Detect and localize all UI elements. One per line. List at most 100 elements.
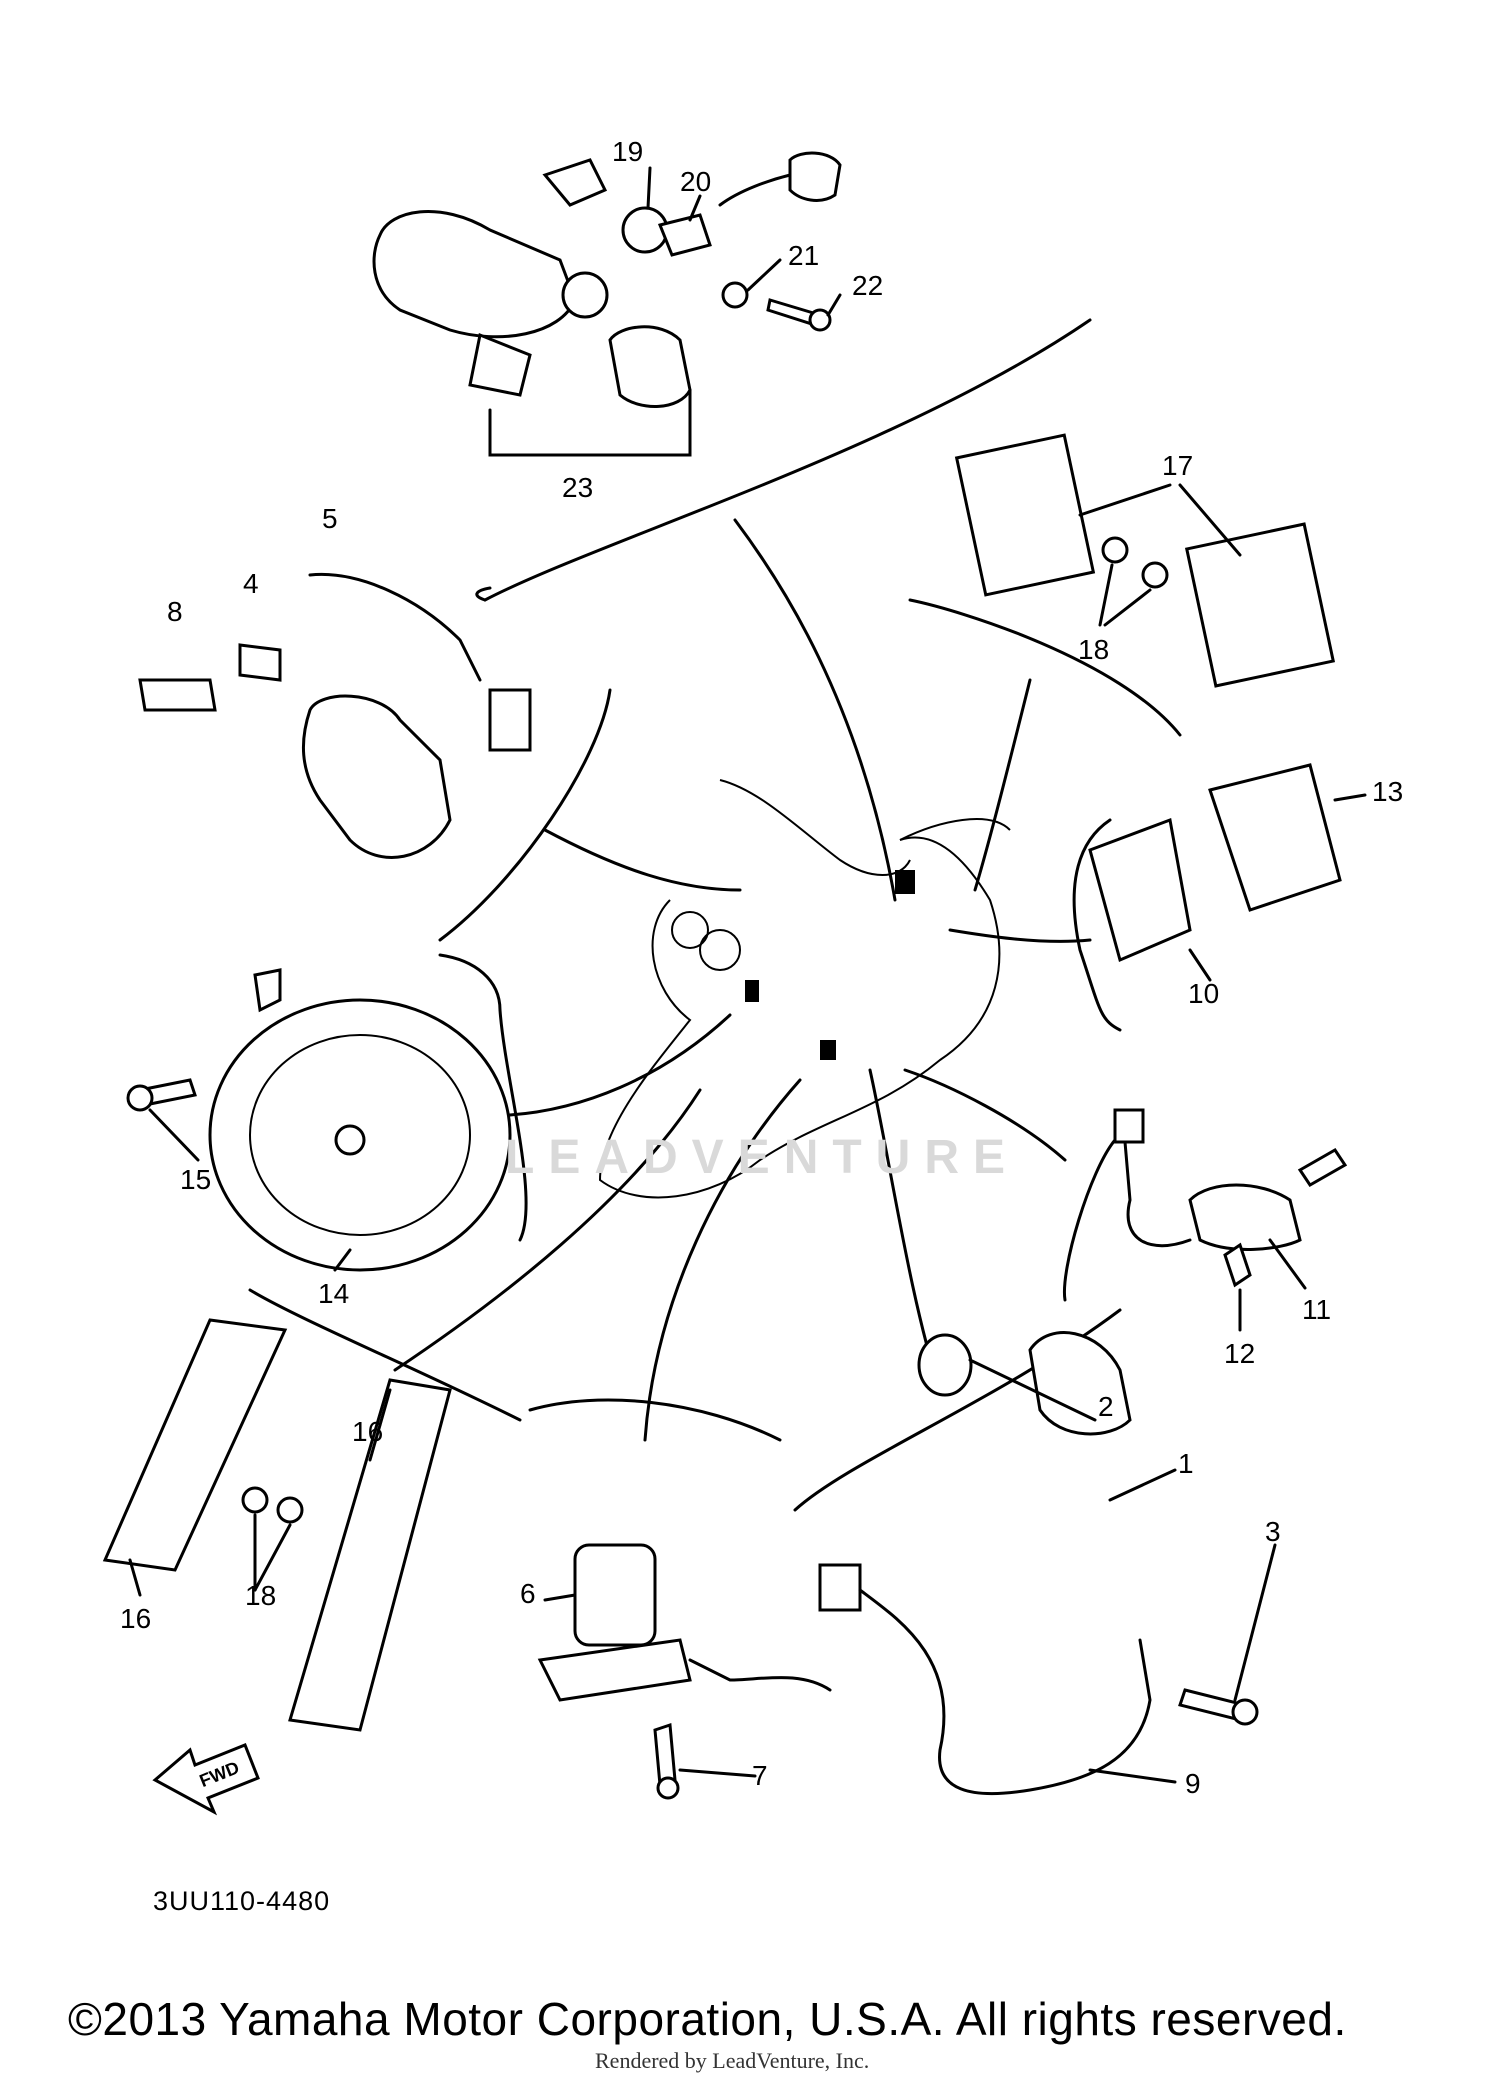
collar-20: [657, 213, 712, 257]
part-label-10: 10: [1188, 978, 1220, 1009]
harness-connector: [895, 870, 915, 894]
horn-nut: [334, 1124, 366, 1156]
part-label-12: 12: [1224, 1338, 1256, 1369]
bolt-head-15: [126, 1084, 154, 1112]
connector-9: [818, 1563, 862, 1612]
speedometer-gear-unit: [372, 158, 609, 397]
leader-horn: [508, 1013, 732, 1117]
part-label-21: 21: [788, 240, 820, 271]
thermo-switch-housing: [301, 694, 452, 859]
wire-9: [858, 1588, 1152, 1796]
engine-port-2: [699, 929, 741, 971]
part-label-19: 19: [612, 136, 644, 167]
leader-left-upper: [543, 828, 742, 892]
washer-21: [721, 281, 749, 309]
fwd-arrow: [152, 1743, 260, 1816]
part-label-16a: 16: [120, 1603, 152, 1634]
cable-connector: [788, 151, 842, 202]
switch-6: [573, 1543, 657, 1647]
sensor-1: [1028, 1331, 1132, 1436]
connector-5: [488, 688, 532, 752]
leader-11: [1268, 1238, 1307, 1290]
reflector-16a: [102, 1318, 288, 1572]
part-label-1: 1: [1178, 1448, 1194, 1479]
engine-outline-3: [899, 818, 1011, 841]
part-label-3: 3: [1265, 1516, 1281, 1547]
leader-lower-mid: [643, 1078, 802, 1442]
sensor-11-tip: [1297, 1148, 1348, 1187]
part-label-18a: 18: [1078, 634, 1110, 665]
leader-6: [543, 1593, 577, 1602]
watermark: LEADVENTURE: [505, 1131, 1020, 1184]
bracket-23: [488, 388, 692, 457]
leader-16b: [368, 1388, 392, 1462]
part-label-16b: 16: [352, 1416, 384, 1447]
horn-ring: [249, 1034, 471, 1236]
part-label-15: 15: [180, 1164, 212, 1195]
leader-18a: [1098, 563, 1114, 627]
drawing-code: 3UU110-4480: [153, 1886, 331, 1916]
connector-11: [1113, 1108, 1145, 1144]
screw-7: [653, 1722, 677, 1788]
leader-17b: [1178, 483, 1242, 557]
leader-13: [1333, 793, 1367, 802]
leader-16a: [128, 1558, 142, 1597]
section-divider-top: [483, 318, 1092, 602]
reflector-17b: [1184, 522, 1336, 688]
leader-19: [646, 166, 652, 210]
leader-top: [733, 518, 897, 902]
sensor-8: [138, 678, 217, 712]
leader-15: [148, 1108, 200, 1162]
leader-lower-left: [393, 1088, 702, 1372]
bolt-head-22: [808, 308, 832, 332]
sensor-11: [1188, 1183, 1302, 1251]
o-ring-2: [917, 1333, 973, 1397]
part-label-7: 7: [752, 1760, 768, 1791]
reflector-17a: [954, 433, 1096, 597]
part-label-6: 6: [520, 1578, 536, 1609]
engine-port: [671, 911, 709, 949]
gear-cover-23: [608, 325, 692, 408]
copyright-notice: ©2013 Yamaha Motor Corporation, U.S.A. A…: [68, 1993, 1347, 2045]
leader-right-upper: [973, 678, 1032, 892]
section-divider-top-right: [908, 598, 1182, 737]
nut-18d: [276, 1496, 304, 1524]
nut-18a: [1101, 536, 1129, 564]
leader-3: [1233, 1543, 1277, 1702]
engine-outline: [598, 836, 1001, 1199]
part-label-11: 11: [1302, 1294, 1332, 1325]
part-label-13: 13: [1372, 776, 1404, 807]
part-label-18b: 18: [245, 1580, 277, 1611]
section-divider-top-left: [475, 586, 492, 602]
leader-2: [968, 1358, 1097, 1422]
leader-17a: [1078, 483, 1172, 517]
wire-5: [308, 572, 482, 682]
section-divider-bottom-mid: [528, 1398, 782, 1442]
screw-7-head: [656, 1776, 680, 1800]
screw-12: [1223, 1242, 1252, 1288]
switch-6-flange: [537, 1638, 692, 1702]
section-divider-left-upper: [438, 688, 612, 942]
bolt-head-3: [1231, 1698, 1259, 1726]
part-label-8: 8: [167, 596, 183, 627]
cable-top: [718, 173, 792, 207]
leader-22: [826, 293, 842, 317]
leader-21: [746, 258, 782, 292]
wire-6: [688, 1658, 832, 1692]
leader-7: [678, 1768, 757, 1778]
nut-18c: [241, 1486, 269, 1514]
harness-connector-2: [745, 980, 759, 1002]
leader-right-lower: [903, 1068, 1067, 1162]
part-label-4: 4: [243, 568, 259, 599]
reflector-16b: [288, 1378, 452, 1732]
section-divider-left-mid: [438, 953, 528, 1242]
relay-13: [1208, 763, 1342, 912]
harness-connector-3: [820, 1040, 836, 1060]
sensor-4: [238, 643, 282, 682]
part-label-9: 9: [1185, 1768, 1201, 1799]
part-label-2: 2: [1098, 1391, 1114, 1422]
part-label-22: 22: [852, 270, 884, 301]
leader-right: [948, 928, 1092, 943]
leader-14: [333, 1248, 352, 1272]
